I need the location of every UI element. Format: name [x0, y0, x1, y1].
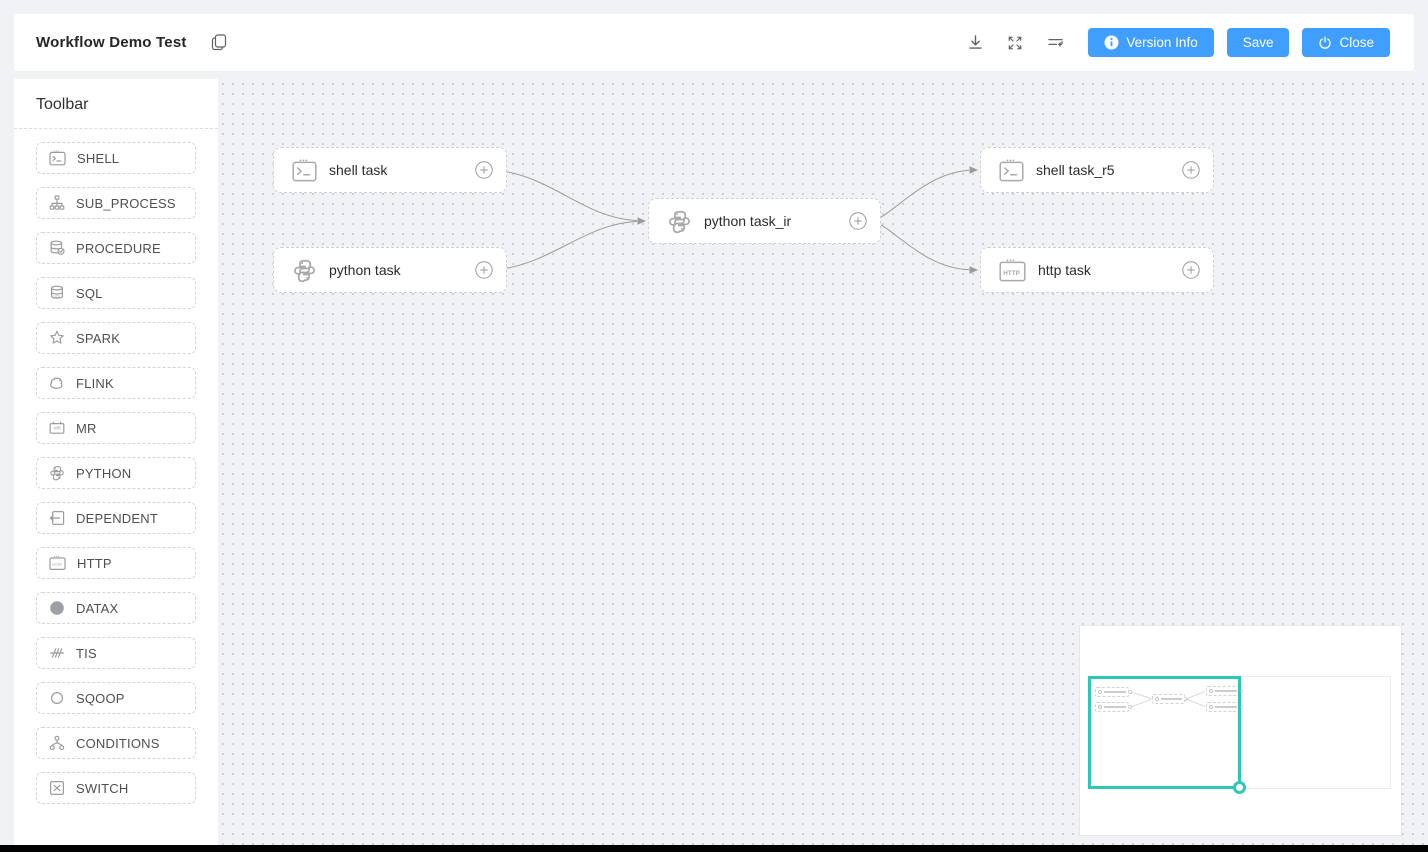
close-label: Close — [1339, 35, 1374, 50]
shell-icon — [49, 150, 66, 166]
tool-item-sql[interactable]: SQL SQL — [36, 277, 196, 309]
task-node-python-task[interactable]: python task — [273, 247, 507, 293]
task-node-label: python task_ir — [704, 213, 792, 229]
task-node-label: shell task — [329, 162, 388, 178]
tool-item-label: HTTP — [77, 555, 112, 571]
tool-item-label: SUB_PROCESS — [76, 195, 176, 211]
add-edge-plus-icon[interactable] — [475, 261, 493, 279]
version-info-label: Version Info — [1126, 35, 1198, 50]
sqoop-icon — [50, 691, 64, 705]
minimap-node — [1095, 687, 1129, 697]
tis-icon — [50, 648, 64, 658]
tool-item-http[interactable]: HTTP HTTP — [36, 547, 196, 579]
tool-item-mr[interactable]: MR MR — [36, 412, 196, 444]
tool-item-datax[interactable]: DataX DATAX — [36, 592, 196, 624]
header-actions: Version Info Save Close — [955, 28, 1390, 58]
tool-item-label: SQOOP — [76, 690, 125, 706]
toolbar-panel: Toolbar SHELL SUB_PROCESS PROCEDURE — [14, 79, 218, 845]
version-info-button[interactable]: Version Info — [1088, 28, 1214, 57]
tool-item-label: SQL — [76, 285, 103, 301]
minimap-resize-handle[interactable] — [1233, 781, 1246, 794]
flink-icon — [49, 377, 63, 389]
task-node-python-task-ir[interactable]: python task_ir — [648, 198, 881, 244]
svg-text:HTTP: HTTP — [52, 563, 62, 567]
sql-icon: SQL — [50, 285, 64, 299]
tool-item-label: FLINK — [76, 375, 114, 391]
tool-item-tis[interactable]: TIS — [36, 637, 196, 669]
python-icon — [50, 466, 64, 481]
window-bottom-edge — [0, 845, 1428, 852]
tool-item-conditions[interactable]: CONDITIONS — [36, 727, 196, 759]
task-node-shell-task-r5[interactable]: shell task_r5 — [980, 147, 1214, 193]
task-node-shell-task[interactable]: shell task — [273, 147, 507, 193]
task-node-label: python task — [329, 262, 401, 278]
download-icon[interactable] — [955, 28, 995, 58]
http-icon: HTTP — [49, 556, 66, 570]
tool-item-switch[interactable]: SWITCH — [36, 772, 196, 804]
add-edge-plus-icon[interactable] — [1182, 161, 1200, 179]
switch-icon — [50, 781, 65, 796]
power-icon — [1319, 36, 1332, 49]
task-node-label: http task — [1038, 262, 1091, 278]
tool-item-sub-process[interactable]: SUB_PROCESS — [36, 187, 196, 219]
minimap-panel[interactable] — [1079, 625, 1402, 836]
add-edge-plus-icon[interactable] — [849, 212, 867, 230]
tool-item-label: PROCEDURE — [76, 240, 161, 256]
datax-icon: DataX — [50, 601, 64, 615]
spark-icon — [50, 330, 64, 344]
python-task-icon — [669, 210, 690, 233]
tool-item-label: CONDITIONS — [76, 735, 160, 751]
add-edge-plus-icon[interactable] — [475, 161, 493, 179]
info-icon — [1104, 35, 1119, 50]
minimap-viewport[interactable] — [1088, 676, 1246, 794]
tool-item-label: PYTHON — [76, 465, 132, 481]
tool-item-spark[interactable]: SPARK — [36, 322, 196, 354]
copy-icon[interactable] — [211, 34, 227, 51]
svg-text:HTTP: HTTP — [1003, 270, 1020, 277]
tool-item-procedure[interactable]: PROCEDURE — [36, 232, 196, 264]
python-task-icon — [294, 259, 315, 282]
mr-icon: MR — [49, 421, 65, 434]
tool-item-label: DEPENDENT — [76, 510, 158, 526]
tool-item-python[interactable]: PYTHON — [36, 457, 196, 489]
minimap-node — [1095, 702, 1129, 712]
tool-item-label: SWITCH — [76, 780, 129, 796]
conditions-icon — [49, 735, 65, 751]
tool-item-label: SHELL — [77, 150, 120, 166]
procedure-icon — [50, 240, 65, 255]
workflow-title: Workflow Demo Test — [36, 34, 187, 51]
minimap-node — [1152, 694, 1185, 704]
save-button[interactable]: Save — [1226, 28, 1290, 57]
dependent-icon — [49, 511, 65, 526]
task-node-http-task[interactable]: HTTP http task — [980, 247, 1214, 293]
tool-item-flink[interactable]: FLINK — [36, 367, 196, 399]
fullscreen-icon[interactable] — [995, 28, 1035, 58]
tool-item-label: SPARK — [76, 330, 121, 346]
format-dag-icon[interactable] — [1035, 28, 1075, 58]
svg-text:SQL: SQL — [53, 294, 60, 298]
add-edge-plus-icon[interactable] — [1182, 261, 1200, 279]
sub-process-icon — [49, 195, 65, 210]
tool-item-sqoop[interactable]: SQOOP — [36, 682, 196, 714]
close-button[interactable]: Close — [1302, 28, 1390, 57]
task-node-label: shell task_r5 — [1036, 162, 1115, 178]
dag-canvas[interactable]: shell task python task — [218, 79, 1428, 845]
tool-item-label: MR — [76, 420, 97, 436]
tool-item-label: DATAX — [76, 600, 119, 616]
toolbar-divider — [14, 128, 218, 129]
http-task-icon: HTTP — [999, 259, 1026, 281]
shell-task-icon — [999, 159, 1024, 181]
toolbar-title: Toolbar — [36, 96, 89, 113]
svg-text:DataX: DataX — [53, 606, 63, 610]
tool-item-label: TIS — [76, 645, 97, 661]
svg-text:MR: MR — [54, 426, 61, 431]
shell-task-icon — [292, 159, 317, 181]
header-bar: Workflow Demo Test — [14, 14, 1414, 71]
tool-item-dependent[interactable]: DEPENDENT — [36, 502, 196, 534]
save-label: Save — [1242, 35, 1274, 50]
tool-item-shell[interactable]: SHELL — [36, 142, 196, 174]
